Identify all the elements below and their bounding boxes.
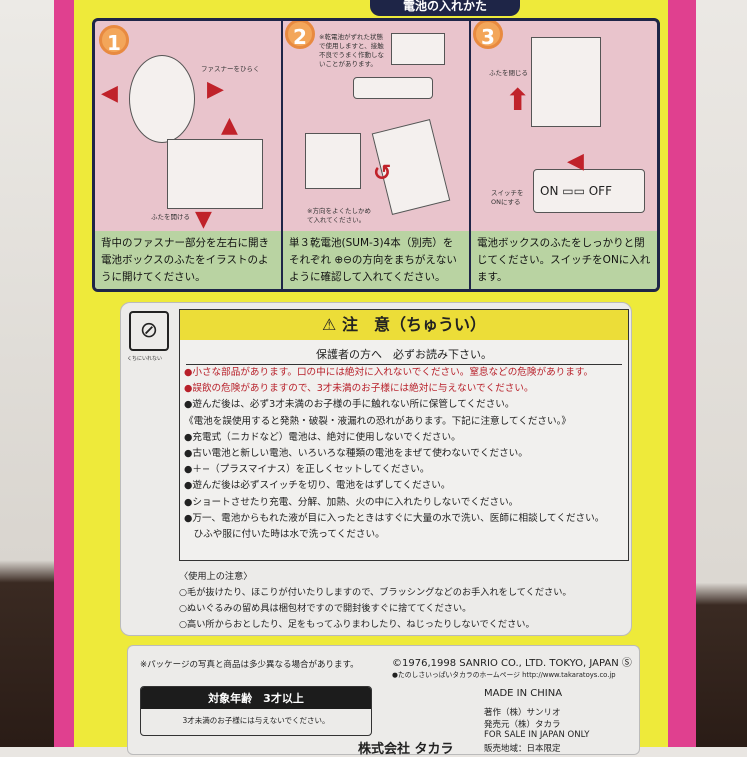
lid-closing-illustration xyxy=(531,37,601,127)
age-note: 3才未満のお子様には与えないでください。 xyxy=(182,716,330,725)
caution-line: ●誤飲の危険がありますので、3才未満のお子様には絶対に与えないでください。 xyxy=(184,383,534,395)
copyright: ©1976,1998 SANRIO CO., LTD. TOKYO, JAPAN… xyxy=(392,658,632,669)
battery-misaligned-illustration xyxy=(391,33,445,65)
age-badge: 対象年齢 3才以上 3才未満のお子様には与えないでください。 xyxy=(140,686,372,736)
note-bottom: ※方向をよくたしかめて入れてください。 xyxy=(307,207,371,224)
arrow-up-icon: ▲ xyxy=(221,113,238,138)
battery-illustration xyxy=(353,77,433,99)
fastener-label: ファスナーをひらく xyxy=(201,65,260,73)
seller: 発売元（株）タカラ xyxy=(484,720,561,730)
caution-line: ●充電式（ニカドなど）電池は、絶対に使用しないでください。 xyxy=(184,431,461,443)
usage-title: 〈使用上の注意〉 xyxy=(179,571,253,582)
age-header: 対象年齢 3才以上 xyxy=(141,687,371,709)
caution-lines: ●小さな部品があります。口の中には絶対に入れないでください。窒息などの危険があり… xyxy=(180,365,628,543)
caution-box: ⚠ 注 意（ちゅうい） 保護者の方へ 必ずお読み下さい。 ●小さな部品があります… xyxy=(179,309,629,561)
caution-line: ●小さな部品があります。口の中には絶対に入れないでください。窒息などの危険があり… xyxy=(184,367,594,378)
instructions-title: 電池の入れかた xyxy=(370,0,520,16)
caution-line: ●古い電池と新しい電池、いろいろな種類の電池をまぜて使わないでください。 xyxy=(184,448,528,460)
step-caption: 単３乾電池(SUM-3)4本（別売）をそれぞれ ⊕⊖の方向をまちがえないように確… xyxy=(283,231,469,289)
step-number: 3 xyxy=(473,21,503,49)
note-top: ※乾電池がずれた状態で使用しますと、接触不良でうまく作動しないことがあります。 xyxy=(319,33,384,68)
arrow-left-icon: ◀ xyxy=(567,149,584,174)
info-panel: ※パッケージの写真と商品は多少異なる場合があります。 ©1976,1998 SA… xyxy=(127,645,640,757)
step-number: 1 xyxy=(99,25,129,55)
usage-item: ○毛が抜けたり、ほこりが付いたりしますので、ブラッシングなどのお手入れをしてくだ… xyxy=(179,587,572,598)
arrow-right-icon: ▶ xyxy=(207,77,224,102)
caution-line: ●ショートさせたり充電、分解、加熱、火の中に入れたりしないでください。 xyxy=(184,496,519,508)
author: 著作（株）サンリオ xyxy=(484,708,561,718)
battery-instructions: 1 ファスナーをひらく ◀ ▶ ▲ ▼ ふたを開ける 背中のファスナー部分を左右… xyxy=(92,18,660,292)
arrow-up-icon: ⬆ xyxy=(505,83,531,118)
step-caption: 背中のファスナー部分を左右に開き電池ボックスのふたをイラストのように開けてくださ… xyxy=(95,231,281,289)
wall-left xyxy=(0,0,56,747)
switch-label: スイッチをONにする xyxy=(491,189,524,206)
company-logo: 株式会社 タカラ xyxy=(358,742,454,757)
lid-label: ふたを開ける xyxy=(151,213,190,221)
plush-back-illustration xyxy=(129,55,195,143)
caution-panel: ⊘ くちにいれない ⚠ 注 意（ちゅうい） 保護者の方へ 必ずお読み下さい。 ●… xyxy=(120,302,632,636)
for-sale: FOR SALE IN JAPAN ONLY xyxy=(484,730,590,740)
close-label: ふたを閉じる xyxy=(489,69,528,77)
switch-off-label: OFF xyxy=(588,184,612,198)
caution-line: ひふや服に付いた時は水で洗ってください。 xyxy=(184,529,385,541)
wall-right xyxy=(694,0,747,747)
caution-subheader: 保護者の方へ 必ずお読み下さい。 xyxy=(186,340,622,365)
step-number: 2 xyxy=(285,21,315,49)
step-1: 1 ファスナーをひらく ◀ ▶ ▲ ▼ ふたを開ける 背中のファスナー部分を左右… xyxy=(95,21,283,289)
made-in: MADE IN CHINA xyxy=(484,688,563,699)
usage-item: ○ぬいぐるみの留め具は梱包材ですので開封後すぐに捨ててください。 xyxy=(179,603,472,614)
usage-notes: 〈使用上の注意〉 ○毛が抜けたり、ほこりが付いたりしますので、ブラッシングなどの… xyxy=(179,569,629,633)
arrow-left-icon: ◀ xyxy=(101,81,118,106)
power-switch: ON ▭▭ OFF xyxy=(533,169,645,213)
step-2: 2 ※乾電池がずれた状態で使用しますと、接触不良でうまく作動しないことがあります… xyxy=(283,21,471,289)
caution-line: ●＋−（プラスマイナス）を正しくセットしてください。 xyxy=(184,464,430,476)
switch-on-label: ON xyxy=(540,184,559,198)
caution-line: ●遊んだ後は必ずスイッチを切り、電池をはずしてください。 xyxy=(184,480,451,492)
caution-line: 《電池を誤使用すると発熱・破裂・液漏れの恐れがあります。下記に注意してください。… xyxy=(184,415,572,427)
arrow-down-icon: ▼ xyxy=(195,207,212,232)
caution-line: ●遊んだ後は、必ず3才未満のお子様の手に触れない所に保管してください。 xyxy=(184,399,515,411)
rotate-arrow-icon: ↺ xyxy=(373,161,392,186)
step-3: 3 ふたを閉じる ⬆ ON ▭▭ OFF ◀ スイッチをONにする 電池ボックス… xyxy=(471,21,657,289)
step-caption: 電池ボックスのふたをしっかりと閉じてください。スイッチをONに入れます。 xyxy=(471,231,657,289)
package-note: ※パッケージの写真と商品は多少異なる場合があります。 xyxy=(140,660,359,670)
homepage: ●たのしさいっぱいタカラのホームページ http://www.takaratoy… xyxy=(392,671,616,679)
battery-compartment-illustration xyxy=(305,133,361,189)
no-mouth-icon: ⊘ xyxy=(129,311,169,351)
battery-box-illustration xyxy=(167,139,263,209)
icon-label: くちにいれない xyxy=(127,356,163,362)
caution-line: ●万一、電池からもれた液が目に入ったときはすぐに大量の水で洗い、医師に相談してく… xyxy=(184,512,605,524)
caution-header: ⚠ 注 意（ちゅうい） xyxy=(180,310,628,340)
region: 販売地域：日本限定 xyxy=(484,744,561,754)
usage-item: ○高い所からおとしたり、足をもってふりまわしたり、ねじったりしないでください。 xyxy=(179,619,535,630)
